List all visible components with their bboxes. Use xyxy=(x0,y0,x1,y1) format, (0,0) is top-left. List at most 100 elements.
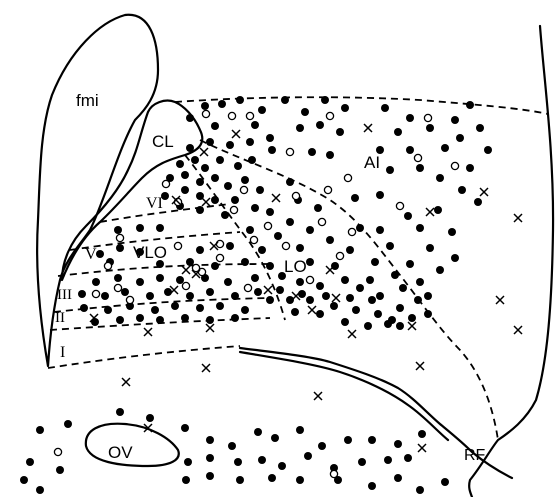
open-cell-marker xyxy=(424,114,431,121)
filled-cell-marker xyxy=(206,436,214,444)
filled-cell-marker xyxy=(231,292,239,300)
filled-cell-marker xyxy=(406,114,414,122)
filled-cell-marker xyxy=(216,302,224,310)
label-lo: LO xyxy=(284,257,307,276)
filled-cell-marker xyxy=(416,486,424,494)
filled-cell-marker xyxy=(296,244,304,252)
filled-cell-marker xyxy=(191,156,199,164)
open-cell-marker xyxy=(92,290,99,297)
filled-cell-marker xyxy=(318,442,326,450)
open-cell-marker xyxy=(326,112,333,119)
filled-cell-marker xyxy=(221,211,229,219)
cross-cell-marker xyxy=(364,124,372,132)
cross-cell-marker xyxy=(202,364,210,372)
filled-cell-marker xyxy=(351,194,359,202)
open-cell-marker xyxy=(451,162,458,169)
filled-cell-marker xyxy=(408,314,416,322)
filled-cell-marker xyxy=(258,106,266,114)
cross-cell-marker xyxy=(200,148,208,156)
filled-cell-marker xyxy=(368,296,376,304)
label-layer-iii: III xyxy=(57,287,72,303)
white-matter-boundary-inner xyxy=(240,352,448,440)
filled-cell-marker xyxy=(368,436,376,444)
filled-cell-marker xyxy=(341,276,349,284)
filled-cell-marker xyxy=(406,260,414,268)
filled-cell-marker xyxy=(416,224,424,232)
filled-cell-marker xyxy=(376,292,384,300)
filled-cell-marker xyxy=(404,212,412,220)
cross-cell-marker xyxy=(418,444,426,452)
filled-cell-marker xyxy=(186,258,194,266)
filled-cell-marker xyxy=(226,141,234,149)
filled-cell-marker xyxy=(376,226,384,234)
filled-cell-marker xyxy=(368,482,376,490)
filled-cell-marker xyxy=(211,122,219,130)
filled-cell-marker xyxy=(386,166,394,174)
label-vlo: VLO xyxy=(133,243,167,262)
filled-cell-marker xyxy=(254,288,262,296)
filled-cell-marker xyxy=(104,306,112,314)
filled-cell-marker xyxy=(458,186,466,194)
filled-cell-marker xyxy=(254,428,262,436)
filled-cell-marker xyxy=(326,236,334,244)
filled-cell-marker xyxy=(276,286,284,294)
filled-cell-marker xyxy=(396,322,404,330)
filled-cell-marker xyxy=(381,104,389,112)
filled-cell-marker xyxy=(414,296,422,304)
filled-cell-marker xyxy=(308,148,316,156)
filled-cell-marker xyxy=(36,486,44,494)
open-cell-marker xyxy=(116,234,123,241)
open-cell-marker xyxy=(264,222,271,229)
filled-cell-marker xyxy=(416,164,424,172)
filled-cell-marker xyxy=(224,182,232,190)
filled-cell-marker xyxy=(251,204,259,212)
filled-cell-marker xyxy=(394,128,402,136)
filled-cell-marker xyxy=(258,456,266,464)
filled-cell-marker xyxy=(352,306,360,314)
filled-cell-marker xyxy=(424,292,432,300)
filled-cell-marker xyxy=(304,452,312,460)
cross-cell-marker xyxy=(408,322,416,330)
open-cell-marker xyxy=(250,236,257,243)
filled-cell-marker xyxy=(121,288,129,296)
open-cell-marker xyxy=(244,284,251,291)
filled-cell-marker xyxy=(201,164,209,172)
filled-cell-marker xyxy=(206,454,214,462)
layer-i-boundary xyxy=(48,346,240,368)
filled-cell-marker xyxy=(234,162,242,170)
filled-cell-marker xyxy=(196,206,204,214)
filled-cell-marker xyxy=(218,100,226,108)
filled-cell-marker xyxy=(266,296,274,304)
filled-cell-marker xyxy=(336,128,344,136)
filled-cell-marker xyxy=(181,314,189,322)
filled-cell-marker xyxy=(258,246,266,254)
open-cell-marker xyxy=(330,470,337,477)
open-cell-marker xyxy=(240,186,247,193)
filled-cell-marker xyxy=(101,292,109,300)
filled-cell-marker xyxy=(181,424,189,432)
filled-cell-marker xyxy=(474,198,482,206)
filled-cell-marker xyxy=(436,174,444,182)
filled-cell-marker xyxy=(241,176,249,184)
filled-cell-marker xyxy=(316,121,324,129)
open-cell-marker xyxy=(54,448,61,455)
filled-cell-marker xyxy=(164,288,172,296)
filled-cell-marker xyxy=(306,296,314,304)
filled-cell-marker xyxy=(236,96,244,104)
filled-cell-marker xyxy=(136,224,144,232)
filled-cell-marker xyxy=(251,121,259,129)
open-cell-marker xyxy=(126,296,133,303)
filled-cell-marker xyxy=(296,476,304,484)
filled-cell-marker xyxy=(434,206,442,214)
filled-cell-marker xyxy=(274,232,282,240)
filled-cell-marker xyxy=(326,151,334,159)
filled-cell-marker xyxy=(231,314,239,322)
filled-cell-marker xyxy=(426,244,434,252)
filled-cell-marker xyxy=(376,191,384,199)
filled-cell-marker xyxy=(306,226,314,234)
filled-cell-marker xyxy=(266,134,274,142)
filled-cell-marker xyxy=(241,258,249,266)
filled-cell-marker xyxy=(316,282,324,290)
open-cell-marker xyxy=(174,242,181,249)
filled-cell-marker xyxy=(358,458,366,466)
